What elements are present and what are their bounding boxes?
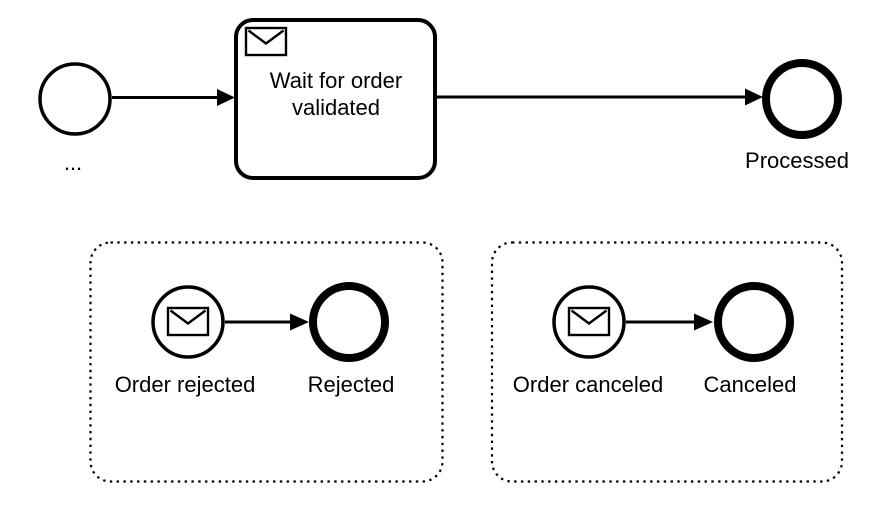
message-start-event-label: Order rejected: [115, 372, 256, 397]
start-event-label: ...: [64, 150, 82, 175]
main-process-flow: ... Wait for order validated Processed: [38, 18, 849, 180]
message-start-event-label: Order canceled: [513, 372, 663, 397]
event-subprocess-container[interactable]: [89, 241, 444, 483]
arrowhead-icon: [694, 313, 713, 331]
message-envelope-icon: [244, 26, 288, 57]
event-subprocess-order-canceled: Order canceled Canceled: [490, 241, 844, 483]
task-wait-for-order-validated[interactable]: [234, 18, 437, 180]
arrowhead-icon: [290, 313, 309, 331]
end-event-canceled-label: Canceled: [704, 372, 797, 397]
flow-order-canceled-to-canceled: [626, 313, 713, 331]
arrowhead-icon: [217, 89, 235, 106]
end-event-rejected[interactable]: [309, 282, 389, 362]
message-envelope-icon: [567, 306, 611, 337]
flow-start-to-task: [112, 89, 235, 106]
task-label-line2: validated: [292, 95, 380, 120]
end-event-canceled[interactable]: [714, 282, 794, 362]
flow-task-to-processed: [435, 88, 763, 106]
event-subprocess-container[interactable]: [490, 241, 844, 483]
start-event[interactable]: [38, 62, 112, 136]
message-envelope-icon: [166, 306, 210, 337]
arrowhead-icon: [745, 88, 763, 106]
event-subprocess-order-rejected: Order rejected Rejected: [89, 241, 444, 483]
task-label-line1: Wait for order: [270, 68, 402, 93]
end-event-processed-label: Processed: [745, 148, 849, 173]
end-event-rejected-label: Rejected: [308, 372, 395, 397]
flow-order-rejected-to-rejected: [225, 313, 309, 331]
end-event-processed[interactable]: [762, 59, 842, 139]
